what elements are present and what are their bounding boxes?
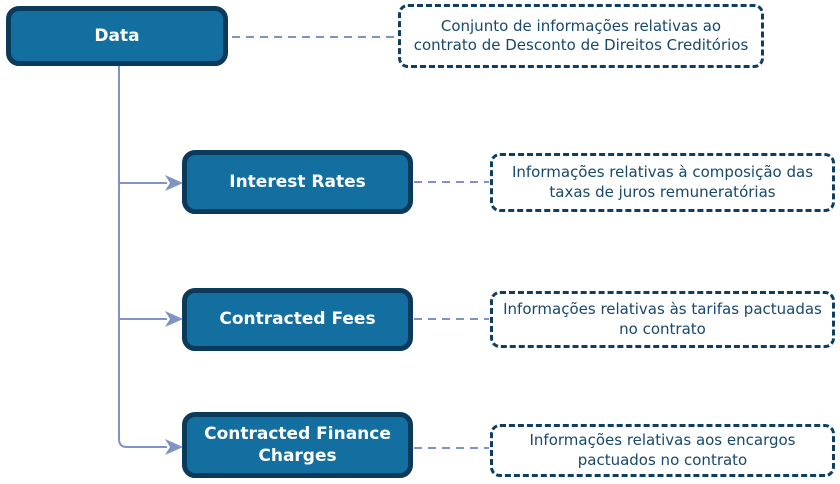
node-data: Data: [6, 6, 228, 66]
annotation-contracted-finance-charges: Informações relativas aos encargos pactu…: [490, 424, 835, 477]
node-interest-rates: Interest Rates: [182, 150, 413, 214]
node-contracted-fees: Contracted Fees: [182, 288, 413, 351]
annotation-contracted-fees: Informações relativas às tarifas pactuad…: [490, 291, 835, 348]
node-contracted-finance-charges: Contracted Finance Charges: [182, 412, 413, 478]
arrowhead-interest-rates: [165, 175, 183, 191]
annotation-data: Conjunto de informações relativas ao con…: [398, 4, 764, 68]
tree-trunk-line: [118, 66, 167, 448]
annotation-interest-rates: Informações relativas à composição das t…: [490, 153, 835, 212]
arrowhead-contracted-finance-charges: [165, 439, 183, 455]
arrowhead-contracted-fees: [165, 311, 183, 327]
